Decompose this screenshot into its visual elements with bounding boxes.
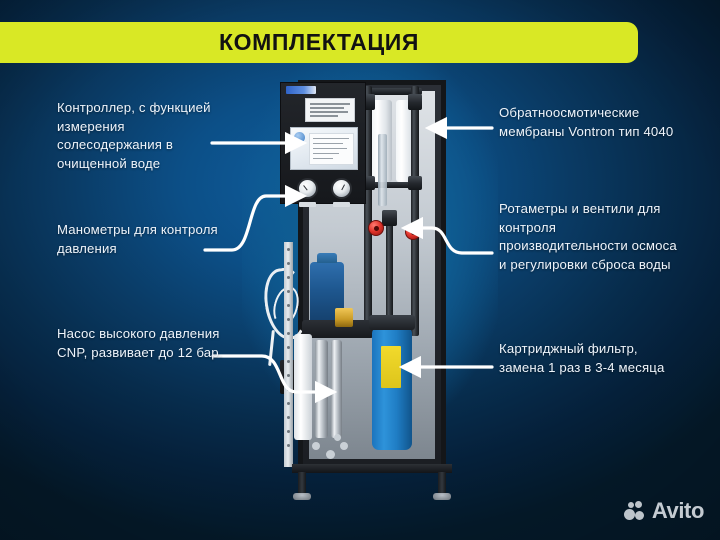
filter-cap xyxy=(369,315,415,330)
pipe-fitting xyxy=(408,176,422,190)
page-title: КОМПЛЕКТАЦИЯ xyxy=(219,29,419,55)
title-banner: КОМПЛЕКТАЦИЯ xyxy=(0,22,638,63)
lower-fitting xyxy=(334,434,341,441)
frame-leg xyxy=(438,472,446,496)
perforated-strut xyxy=(284,242,293,467)
cartridge-filter-housing xyxy=(369,315,415,450)
callout-cartridge-filter: Картриджный фильтр, замена 1 раз в 3-4 м… xyxy=(499,341,665,375)
controller-display[interactable] xyxy=(290,127,358,170)
white-housing xyxy=(294,334,312,440)
red-valve-handle xyxy=(405,224,421,240)
product-photo xyxy=(242,60,498,506)
filter-label xyxy=(381,346,401,388)
callout-controller: Контроллер, с функцией измерения солесод… xyxy=(57,100,211,172)
lower-fitting xyxy=(326,450,335,459)
stainless-housing xyxy=(331,340,342,438)
pipe-fitting xyxy=(382,210,397,226)
gauge-tag xyxy=(299,202,316,207)
pressure-gauge xyxy=(331,178,352,199)
pipe-vertical xyxy=(411,86,419,336)
display-label xyxy=(309,133,354,165)
pipe-vertical xyxy=(386,222,393,342)
panel-sticker xyxy=(305,98,355,122)
brand-logo-icon xyxy=(286,86,316,94)
frame-base-bar xyxy=(292,464,452,473)
pressure-gauge xyxy=(297,178,318,199)
red-valve-handle xyxy=(368,220,384,236)
rotameter-tube xyxy=(378,134,387,206)
pipe-fitting xyxy=(408,94,422,110)
pipe-vertical xyxy=(364,86,372,336)
frame-foot xyxy=(433,493,451,500)
control-panel xyxy=(280,82,366,207)
brass-fitting xyxy=(335,308,353,327)
lower-fitting xyxy=(312,442,320,450)
callout-pressure-gauges: Манометры для контроля давления xyxy=(57,222,218,256)
pump-head xyxy=(302,320,374,338)
gauge-tag xyxy=(333,202,350,207)
watermark-text: Avito xyxy=(651,498,705,523)
lower-fitting xyxy=(340,442,348,450)
callout-ro-membranes: Обратноосмотические мембраны Vontron тип… xyxy=(499,105,674,139)
frame-leg xyxy=(298,472,306,496)
status-badge xyxy=(294,132,305,143)
pipe-horizontal xyxy=(360,88,422,95)
stainless-housing xyxy=(315,340,328,438)
pipe-horizontal xyxy=(360,182,422,188)
callout-high-pressure-pump: Насос высокого давления CNP, развивает д… xyxy=(57,326,223,360)
avito-watermark: Avito xyxy=(623,498,705,524)
callout-rotameters-valves: Ротаметры и вентили для контроля произво… xyxy=(499,201,677,273)
frame-foot xyxy=(293,493,311,500)
avito-dots-logo-icon xyxy=(623,501,646,521)
